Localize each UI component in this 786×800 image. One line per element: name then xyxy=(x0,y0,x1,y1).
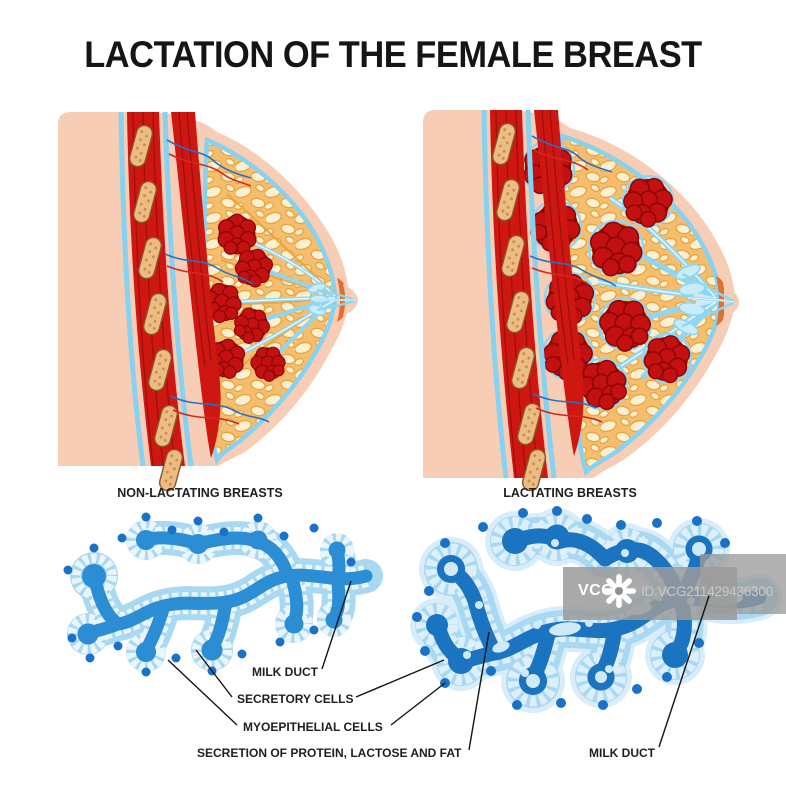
blood-vessels xyxy=(529,135,617,423)
muscle-band-2 xyxy=(171,112,221,458)
label-milk-duct-left: MILK DUCT xyxy=(252,665,318,679)
caption-non-lactating: NON-LACTATING BREASTS xyxy=(117,486,283,500)
nipple xyxy=(316,278,358,322)
alveoli-lumen xyxy=(77,530,373,662)
watermark-id: ID:VCG211429436300 xyxy=(641,584,773,599)
label-myoepithelial-cells: MYOEPITHELIAL CELLS xyxy=(243,720,383,734)
caption-lactating: LACTATING BREASTS xyxy=(503,486,637,500)
lactating-breast-illustration xyxy=(423,109,739,494)
vcg-starburst-icon xyxy=(602,574,636,608)
label-secretory-cells: SECRETORY CELLS xyxy=(237,692,354,706)
non-lactating-alveoli-illustration xyxy=(63,512,383,677)
myoepithelial-bumps xyxy=(63,512,356,677)
non-lactating-breast-illustration xyxy=(58,111,358,494)
fascia-layers xyxy=(481,109,557,479)
label-milk-duct-right: MILK DUCT xyxy=(589,746,655,760)
muscle-band-2 xyxy=(534,110,584,456)
fascia-layers xyxy=(118,111,194,467)
page-title: LACTATION OF THE FEMALE BREAST xyxy=(84,34,702,75)
nipple xyxy=(681,272,739,328)
label-secretion: SECRETION OF PROTEIN, LACTOSE AND FAT xyxy=(197,746,462,760)
lactiferous-sinuses xyxy=(673,263,706,336)
blood-vessels xyxy=(164,139,270,425)
watermark-logo: VCG xyxy=(578,582,615,599)
